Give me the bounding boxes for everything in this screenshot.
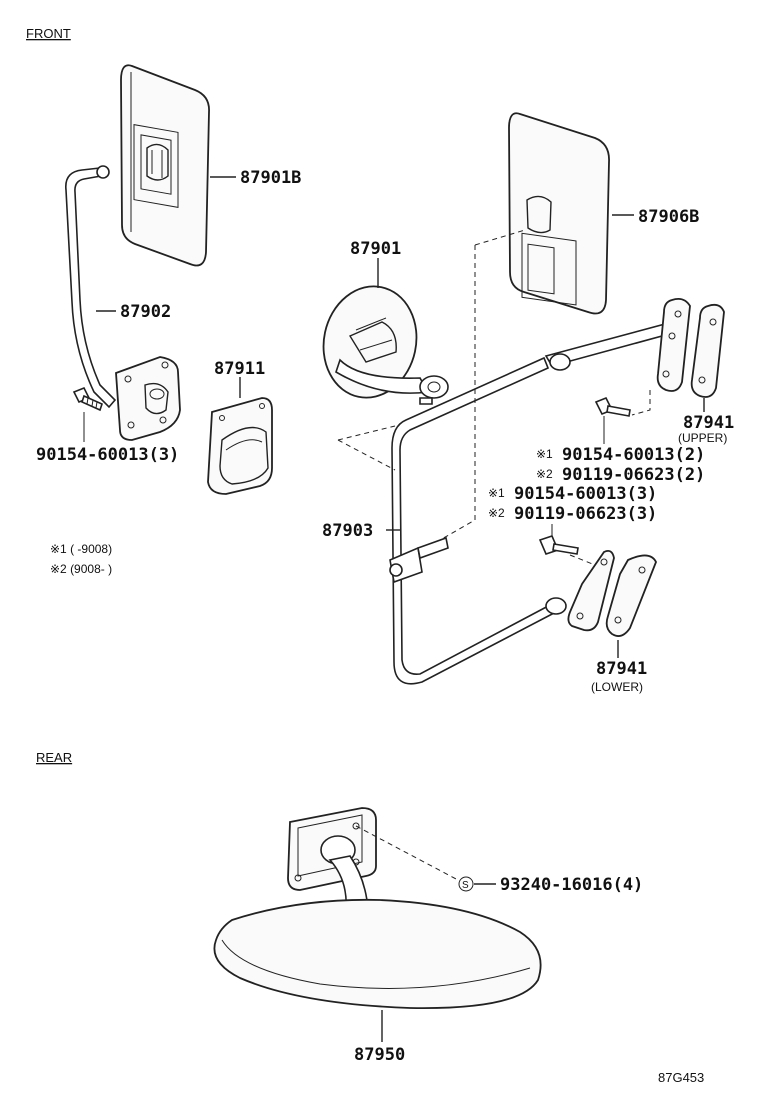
diagram-code: 87G453 xyxy=(658,1070,704,1085)
dashed-guide-1 xyxy=(337,425,396,441)
bolt-left-drawing xyxy=(72,386,103,412)
label-87906B: 87906B xyxy=(638,207,699,227)
mirror-87901-drawing xyxy=(322,285,449,405)
label-lower-note: (LOWER) xyxy=(591,680,643,694)
label-87911: 87911 xyxy=(214,359,265,379)
label-87901B: 87901B xyxy=(240,168,301,188)
mark-upper-2: ※2 xyxy=(536,467,553,481)
mark-upper-1: ※1 xyxy=(536,447,553,461)
label-87941-lower: 87941 xyxy=(596,659,647,679)
stay-87903-drawing xyxy=(389,319,686,685)
label-lower-bolt-1: 90154-60013(3) xyxy=(514,484,657,504)
label-upper-bolt-2: 90119-06623(2) xyxy=(562,465,705,485)
mirror-87906B-drawing xyxy=(508,112,610,315)
section-front-label: FRONT xyxy=(26,26,71,41)
label-screw: 93240-16016(4) xyxy=(500,875,643,895)
note-1: ※1 ( -9008) xyxy=(50,542,112,556)
mark-lower-2: ※2 xyxy=(488,506,505,520)
dashed-guide-6 xyxy=(569,554,596,566)
label-upper-note: (UPPER) xyxy=(678,431,727,445)
plate-87941-upper-drawing xyxy=(656,297,725,398)
label-87901: 87901 xyxy=(350,239,401,259)
dashed-guide-2 xyxy=(337,439,396,471)
label-87902: 87902 xyxy=(120,302,171,322)
mark-lower-1: ※1 xyxy=(488,486,505,500)
bolt-lower-drawing xyxy=(538,535,579,555)
dashed-guide-screw xyxy=(355,825,459,881)
label-left-bolt: 90154-60013(3) xyxy=(36,445,179,465)
label-87950: 87950 xyxy=(354,1045,405,1065)
screw-symbol-letter: S xyxy=(462,880,469,891)
stay-87902-drawing xyxy=(65,165,181,441)
label-upper-bolt-1: 90154-60013(2) xyxy=(562,445,705,465)
section-rear-label: REAR xyxy=(36,750,72,765)
mirror-87901B-drawing xyxy=(120,64,210,267)
bracket-87911-drawing xyxy=(207,397,273,495)
screw-symbol xyxy=(458,876,474,892)
dashed-guide-4 xyxy=(439,245,476,541)
label-87941-upper: 87941 xyxy=(683,413,734,433)
note-2: ※2 (9008- ) xyxy=(50,562,112,576)
bolt-upper-drawing xyxy=(594,396,631,417)
label-lower-bolt-2: 90119-06623(3) xyxy=(514,504,657,524)
plate-87941-lower-drawing xyxy=(567,549,657,637)
mirror-87950-drawing xyxy=(213,807,542,1010)
label-87903: 87903 xyxy=(322,521,373,541)
dashed-guide-5 xyxy=(631,390,651,416)
